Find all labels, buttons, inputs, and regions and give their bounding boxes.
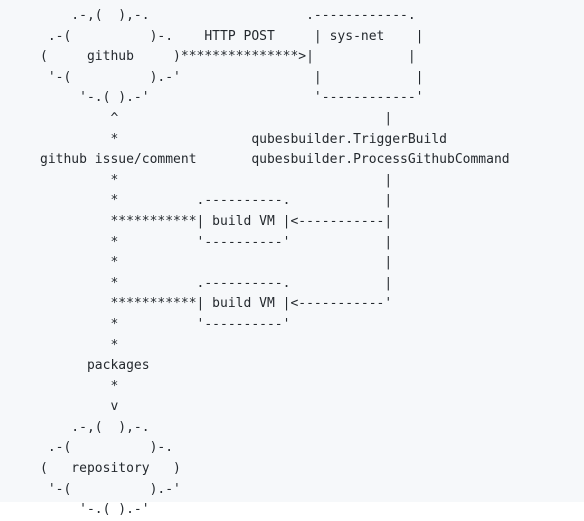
diagram-line-github-issue-and-process-command-label: github issue/comment qubesbuilder.Proces…	[40, 152, 510, 168]
diagram-line-up-arrow: ^ |	[40, 110, 393, 126]
diagram-line-connector: * |	[40, 172, 393, 188]
diagram-line-down-arrow: v	[40, 399, 119, 415]
diagram-line-build-vm-2-bottom: * '----------'	[40, 316, 291, 332]
diagram-line-build-vm-1-bottom: * '----------' |	[40, 234, 393, 250]
diagram-line-github-cloud-lower: '-( ).-' | |	[40, 69, 424, 85]
diagram-line-http-post-label: .-( )-. HTTP POST | sys-net |	[40, 28, 424, 44]
diagram-line-build-vm-2-top: * .----------. |	[40, 275, 393, 291]
diagram-line-connector: *	[40, 337, 119, 353]
diagram-line-build-vm-1-top: * .----------. |	[40, 193, 393, 209]
diagram-line-github-cloud-bottom-and-sysnet-box-bottom: '-.( ).-' '------------'	[40, 90, 424, 106]
diagram-line-connector: *	[40, 378, 119, 394]
diagram-line-repository-cloud-upper: .-( )-.	[40, 440, 174, 456]
diagram-line-trigger-build-label: * qubesbuilder.TriggerBuild	[40, 131, 447, 147]
diagram-line-build-vm-1: ***********| build VM |<-----------|	[40, 213, 393, 229]
diagram-line-repository-cloud-top: .-,( ),-.	[40, 419, 150, 435]
ascii-architecture-diagram: .-,( ),-. .------------. .-( )-. HTTP PO…	[40, 8, 510, 518]
diagram-line-packages-label: packages	[40, 358, 150, 374]
diagram-line-repository-cloud-lower: '-( ).-'	[40, 481, 181, 497]
diagram-line-connector: * |	[40, 255, 393, 271]
diagram-line-github-to-sysnet-arrow: ( github )***************>| |	[40, 49, 416, 65]
diagram-line-github-cloud-top-and-sysnet-box-top: .-,( ),-. .------------.	[40, 8, 416, 23]
diagram-line-repository-cloud-bottom: '-.( ).-'	[40, 502, 150, 518]
diagram-line-build-vm-2: ***********| build VM |<-----------'	[40, 296, 393, 312]
diagram-line-repository-label: ( repository )	[40, 461, 181, 477]
